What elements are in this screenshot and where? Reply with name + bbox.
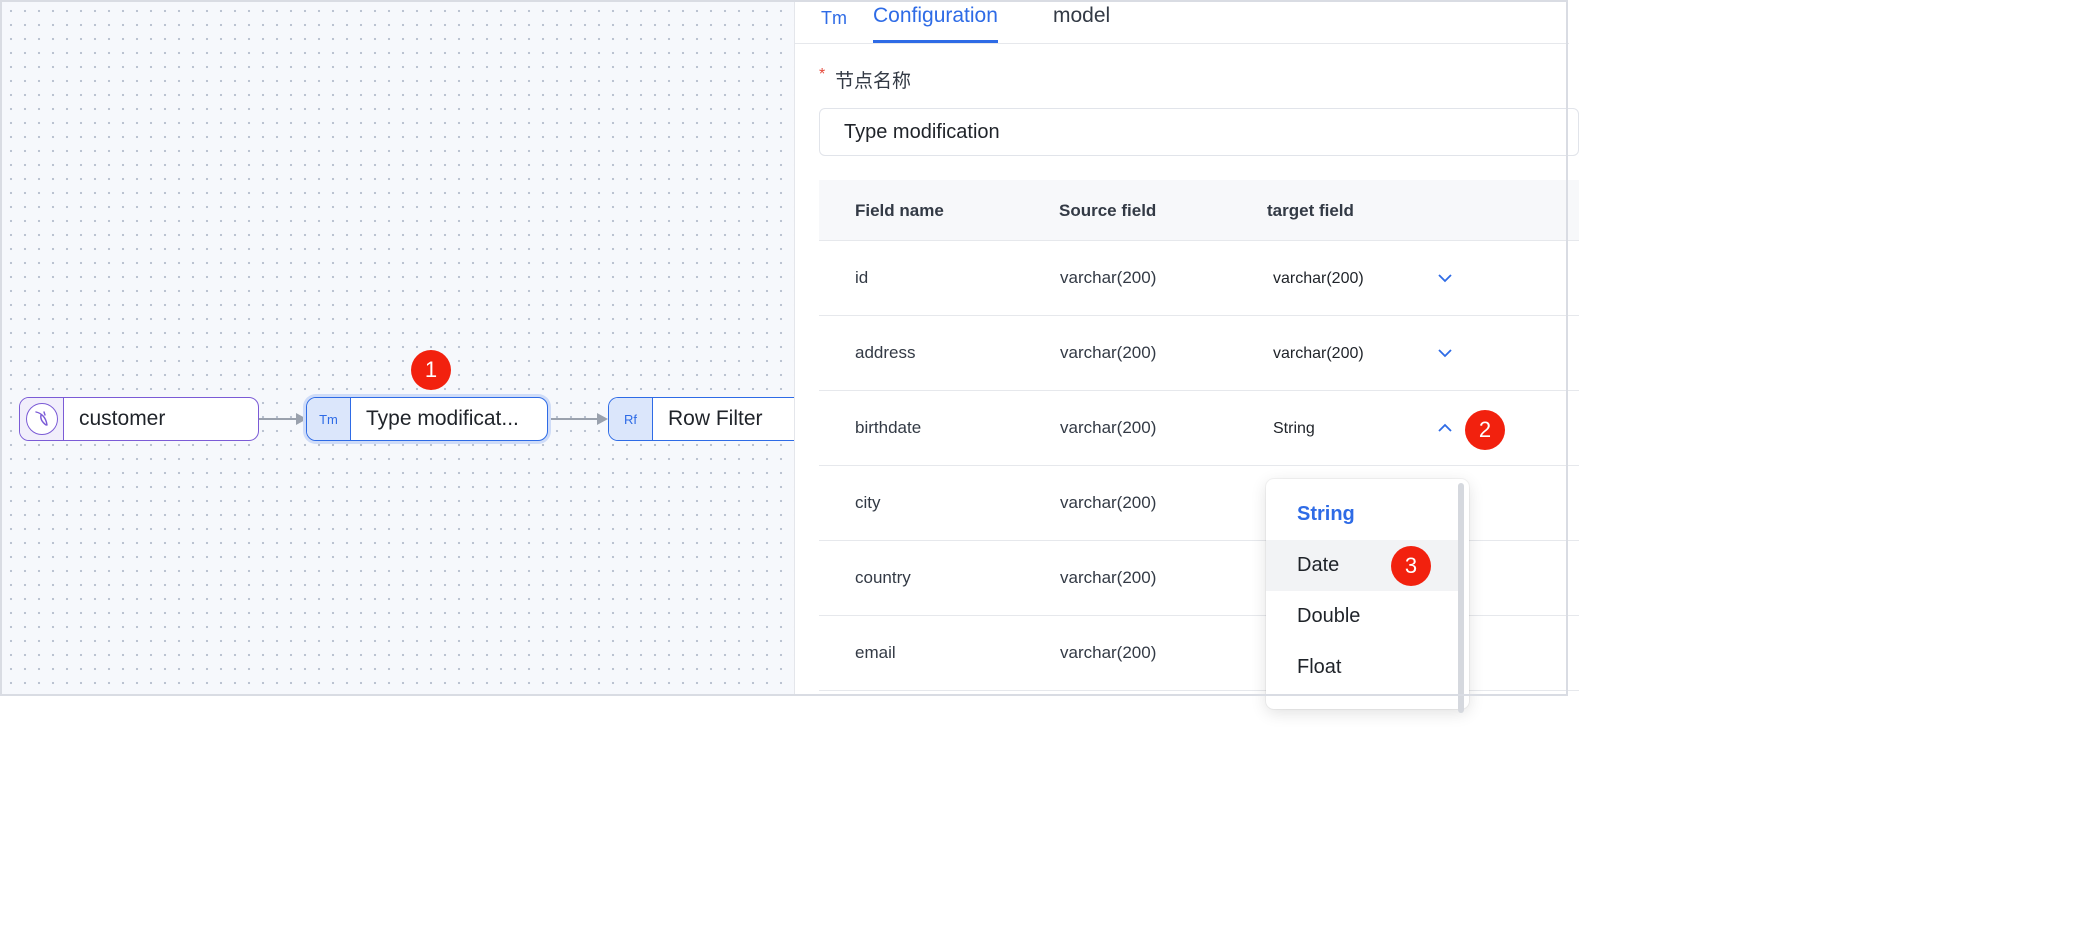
target-type-select[interactable]: String <box>1273 420 1315 437</box>
source-field-cell: varchar(200) <box>1060 418 1157 437</box>
pipeline-canvas[interactable]: customer Tm Type modificat... Rf Row Fil… <box>0 0 794 696</box>
dropdown-option-float[interactable]: Float <box>1297 656 1342 678</box>
table-row: country varchar(200) <box>819 541 1579 616</box>
field-name-cell: address <box>855 343 916 362</box>
required-asterisk: * <box>819 66 826 83</box>
field-table-header: Field name Source field target field <box>819 180 1579 241</box>
target-type-dropdown: String Date Double Float <box>1266 479 1469 713</box>
node-name-label: 节点名称 <box>835 71 912 92</box>
node-customer-badge <box>20 398 64 440</box>
table-row: email varchar(200) <box>819 616 1579 691</box>
header-target-field: target field <box>1267 201 1354 220</box>
dropdown-scrollbar[interactable] <box>1458 483 1464 713</box>
node-name-input[interactable] <box>819 108 1579 156</box>
field-name-cell: birthdate <box>855 418 922 437</box>
field-name-cell: country <box>855 568 911 587</box>
target-type-select[interactable]: varchar(200) <box>1273 270 1364 287</box>
node-type-modification-label: Type modificat... <box>366 407 519 430</box>
source-field-cell: varchar(200) <box>1060 643 1157 662</box>
chevron-down-icon[interactable] <box>1437 346 1453 360</box>
mysql-icon <box>25 403 58 435</box>
node-type-modification-badge: Tm <box>307 398 351 440</box>
node-row-filter[interactable]: Rf Row Filter <box>608 397 794 441</box>
step-marker-2: 2 <box>1465 410 1505 450</box>
node-type-modification[interactable]: Tm Type modificat... <box>306 397 548 441</box>
table-row: id varchar(200) varchar(200) <box>819 241 1579 316</box>
pipeline-edges <box>259 413 608 425</box>
edge-arrowhead <box>597 413 608 425</box>
chevron-down-icon[interactable] <box>1437 271 1453 285</box>
source-field-cell: varchar(200) <box>1060 268 1157 287</box>
node-customer-label: customer <box>79 407 166 430</box>
tab-configuration[interactable]: Configuration <box>873 4 998 43</box>
node-type-badge: Tm <box>821 8 847 28</box>
tab-model[interactable]: model <box>1053 4 1111 27</box>
header-source-field: Source field <box>1059 201 1157 220</box>
field-name-cell: id <box>855 268 869 287</box>
dropdown-option-date[interactable]: Date <box>1266 540 1458 591</box>
table-row: city varchar(200) <box>819 466 1579 541</box>
field-name-cell: city <box>855 493 881 512</box>
node-row-filter-badge: Rf <box>609 398 653 440</box>
dropdown-option-string[interactable]: String <box>1297 503 1355 525</box>
chevron-up-icon[interactable] <box>1437 421 1453 435</box>
step-marker-3: 3 <box>1391 546 1431 586</box>
edge-arrowhead <box>296 413 307 425</box>
header-field-name: Field name <box>855 201 944 220</box>
source-field-cell: varchar(200) <box>1060 343 1157 362</box>
node-config-panel: Tm Configuration model * 节点名称 Field name… <box>794 0 1579 696</box>
table-row: address varchar(200) varchar(200) <box>819 316 1579 391</box>
field-name-cell: email <box>855 643 896 662</box>
dropdown-option-double[interactable]: Double <box>1297 605 1361 627</box>
panel-tabs: Tm Configuration model <box>795 0 1569 44</box>
target-type-select[interactable]: varchar(200) <box>1273 345 1364 362</box>
node-row-filter-label: Row Filter <box>668 407 763 430</box>
node-customer[interactable]: customer <box>19 397 259 441</box>
table-row: birthdate varchar(200) String <box>819 391 1579 466</box>
source-field-cell: varchar(200) <box>1060 568 1157 587</box>
step-marker-1: 1 <box>411 350 451 390</box>
source-field-cell: varchar(200) <box>1060 493 1157 512</box>
